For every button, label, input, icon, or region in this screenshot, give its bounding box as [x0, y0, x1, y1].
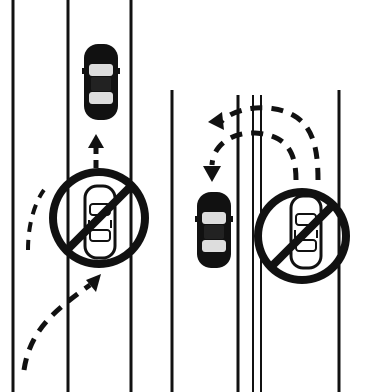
u-turn-arrow: [220, 108, 318, 180]
left-panel: [13, 0, 145, 392]
allowed-car: [195, 192, 233, 268]
right-panel: [172, 90, 346, 392]
allowed-car: [82, 44, 120, 120]
path-arrow: [28, 190, 44, 250]
path-arrow: [24, 285, 90, 370]
arrowhead: [88, 134, 104, 148]
arrowhead: [203, 166, 221, 182]
arrowhead: [208, 112, 224, 130]
